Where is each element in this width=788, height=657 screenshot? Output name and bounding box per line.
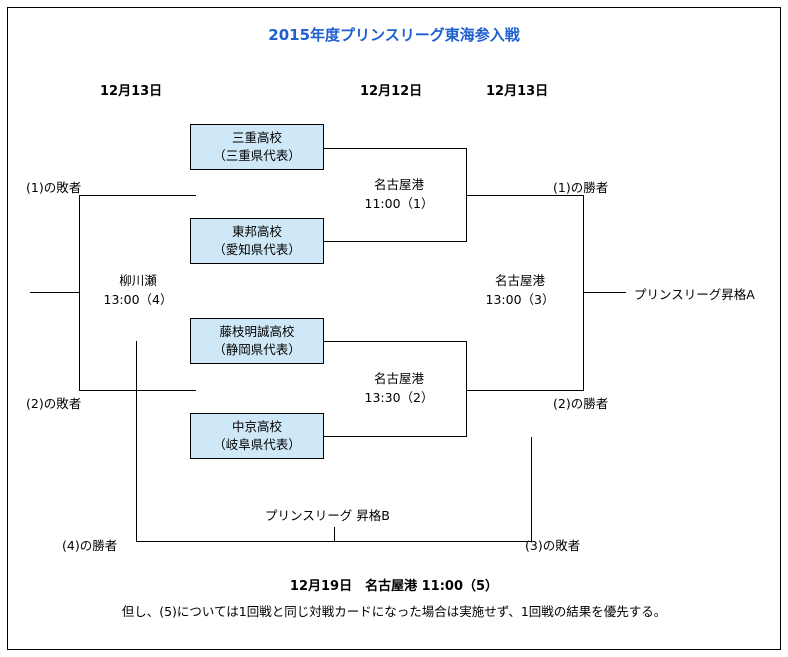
bracket-vertical-bottom-left [136,341,137,542]
team-name: 藤枝明誠高校 [219,324,295,339]
footer-match-5: 12月19日 名古屋港 11:00（5） [289,579,499,594]
match-time: 13:00（3） [485,292,555,307]
team-box-toho: 東邦高校 （愛知県代表） [190,218,324,264]
team-name: 中京高校 [231,419,282,434]
match-venue: 名古屋港 [373,177,424,192]
team-name: 三重高校 [231,130,282,145]
connector-toho-to-match1 [324,241,467,242]
bracket-vertical-match2 [466,341,467,437]
match-time: 13:00（4） [103,292,173,307]
team-prefecture: （三重県代表） [213,148,301,163]
footer-note: 但し、(5)については1回戦と同じ対戦カードになった場合は実施せず、1回戦の結果… [121,604,667,619]
label-loser-2: (2)の敗者 [26,396,82,411]
connector-mie-to-match1 [324,148,467,149]
connector-loser2-to-match4 [79,390,196,391]
team-prefecture: （岐阜県代表） [213,437,301,452]
match-venue: 名古屋港 [494,273,545,288]
connector-loser1-to-match4 [79,195,196,196]
connector-match2-to-final [466,390,584,391]
date-header-center: 12月12日 [360,84,423,99]
bracket-vertical-match4 [79,195,80,391]
connector-fujieda-to-match2 [324,341,467,342]
connector-match3-to-promotion-a [583,292,626,293]
connector-match1-to-final [466,195,584,196]
match-time: 13:30（2） [364,390,434,405]
match-venue: 柳川瀬 [119,273,157,288]
page-border [7,7,781,650]
label-winner-2: (2)の勝者 [553,396,609,411]
label-loser-1: (1)の敗者 [26,180,82,195]
team-box-fujieda-meisei: 藤枝明誠高校 （静岡県代表） [190,318,324,364]
team-name: 東邦高校 [231,224,282,239]
match-2: 名古屋港 13:30（2） [335,369,463,407]
label-promotion-b: プリンスリーグ 昇格B [265,508,390,523]
team-prefecture: （愛知県代表） [213,242,301,257]
connector-chukyo-to-match2 [324,436,467,437]
connector-promotion-b-stem [334,527,335,542]
team-box-chukyo: 中京高校 （岐阜県代表） [190,413,324,459]
label-winner-4: (4)の勝者 [62,538,118,553]
label-promotion-a: プリンスリーグ昇格A [634,287,755,302]
label-loser-3: (3)の敗者 [525,538,581,553]
match-1: 名古屋港 11:00（1） [335,175,463,213]
team-prefecture: （静岡県代表） [213,342,301,357]
team-box-mie: 三重高校 （三重県代表） [190,124,324,170]
bracket-vertical-bottom-right [531,437,532,542]
match-3: 名古屋港 13:00（3） [458,271,582,309]
match-venue: 名古屋港 [373,371,424,386]
page-title: 2015年度プリンスリーグ東海参入戦 [268,26,520,44]
date-header-right: 12月13日 [486,84,549,99]
match-time: 11:00（1） [364,196,434,211]
bracket-vertical-match3 [583,195,584,391]
date-header-left: 12月13日 [100,84,163,99]
label-winner-1: (1)の勝者 [553,180,609,195]
connector-match4-output [30,292,80,293]
match-4: 柳川瀬 13:00（4） [82,271,194,309]
